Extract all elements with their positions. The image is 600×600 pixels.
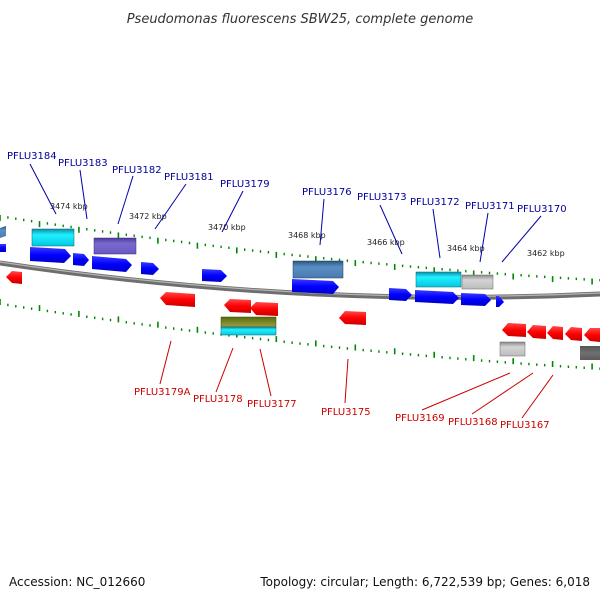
feature-box[interactable] [0, 226, 6, 238]
feature-track-upper [0, 226, 494, 290]
gene-label-pflu3168[interactable]: PFLU3168 [448, 417, 498, 428]
feature-box[interactable] [461, 274, 494, 290]
gene-label-pflu3178[interactable]: PFLU3178 [193, 394, 243, 405]
gene-label-pflu3177[interactable]: PFLU3177 [247, 399, 297, 410]
scale-label-3472: 3472 kbp [129, 212, 167, 221]
gene-label-pflu3169[interactable]: PFLU3169 [395, 413, 445, 424]
scale-label-3474: 3474 kbp [50, 202, 88, 211]
gene-label-pflu3167[interactable]: PFLU3167 [500, 420, 550, 431]
gene-label-pflu3184[interactable]: PFLU3184 [7, 151, 57, 162]
gene-arrow-forward[interactable] [415, 290, 459, 304]
gene-arrow-forward[interactable] [202, 269, 227, 282]
gene-label-pflu3173[interactable]: PFLU3173 [357, 192, 407, 203]
gene-arrow-forward[interactable] [461, 293, 491, 306]
gene-arrow-reverse[interactable] [547, 326, 563, 340]
gene-arrow-reverse[interactable] [224, 299, 251, 313]
forward-gene-labels: PFLU3184 PFLU3183 PFLU3182 PFLU3181 PFLU… [7, 151, 567, 215]
topology-text: Topology: circular; Length: 6,722,539 bp… [259, 575, 590, 589]
forward-gene-track [0, 244, 504, 307]
gene-arrow-reverse[interactable] [584, 328, 600, 342]
gene-arrow-forward[interactable] [30, 247, 71, 263]
gene-label-pflu3171[interactable]: PFLU3171 [465, 201, 515, 212]
inner-tick-ring [0, 299, 600, 370]
gene-arrow-reverse[interactable] [160, 292, 195, 307]
gene-arrow-reverse[interactable] [527, 325, 546, 339]
gene-arrow-forward[interactable] [92, 256, 132, 272]
reverse-gene-labels: PFLU3179A PFLU3178 PFLU3177 PFLU3175 PFL… [134, 387, 550, 431]
gene-arrow-forward[interactable] [73, 253, 89, 266]
feature-box[interactable] [93, 237, 137, 255]
gene-arrow-forward[interactable] [496, 296, 504, 307]
feature-track-lower [220, 316, 600, 360]
gene-arrow-forward[interactable] [389, 288, 412, 301]
gene-label-pflu3182[interactable]: PFLU3182 [112, 165, 162, 176]
reverse-gene-track [6, 271, 600, 342]
gene-label-pflu3183[interactable]: PFLU3183 [58, 158, 108, 169]
gene-arrow-reverse[interactable] [250, 302, 278, 316]
scale-label-3468: 3468 kbp [288, 231, 326, 240]
gene-label-pflu3175[interactable]: PFLU3175 [321, 407, 371, 418]
scale-label-3470: 3470 kbp [208, 223, 246, 232]
gene-label-pflu3172[interactable]: PFLU3172 [410, 197, 460, 208]
accession-text: Accession: NC_012660 [9, 575, 145, 589]
gene-arrow-reverse[interactable] [565, 327, 582, 341]
gene-label-pflu3181[interactable]: PFLU3181 [164, 172, 214, 183]
map-title: Pseudomonas fluorescens SBW25, complete … [127, 12, 474, 27]
feature-box[interactable] [31, 228, 75, 247]
reverse-callouts [159, 340, 554, 419]
feature-box[interactable] [499, 341, 526, 357]
gene-arrow-forward[interactable] [141, 262, 159, 275]
gene-label-pflu3176[interactable]: PFLU3176 [302, 187, 352, 198]
gene-arrow-reverse[interactable] [339, 311, 366, 325]
gene-arrow-forward[interactable] [0, 244, 6, 252]
gene-arrow-reverse[interactable] [6, 271, 22, 284]
scale-label-3462: 3462 kbp [527, 249, 565, 258]
scale-label-3466: 3466 kbp [367, 238, 405, 247]
gene-arrow-reverse[interactable] [502, 323, 526, 337]
gene-label-pflu3170[interactable]: PFLU3170 [517, 204, 567, 215]
gene-label-pflu3179a[interactable]: PFLU3179A [134, 387, 191, 398]
outer-tick-ring [0, 215, 600, 285]
feature-box[interactable] [220, 316, 277, 328]
forward-callouts [29, 163, 542, 263]
feature-box[interactable] [415, 271, 462, 288]
feature-box[interactable] [292, 260, 344, 279]
scale-label-3464: 3464 kbp [447, 244, 485, 253]
genome-backbone [0, 260, 600, 300]
feature-box[interactable] [220, 326, 277, 336]
feature-box[interactable] [580, 346, 600, 360]
gene-label-pflu3179[interactable]: PFLU3179 [220, 179, 270, 190]
gene-arrow-forward[interactable] [292, 279, 339, 294]
